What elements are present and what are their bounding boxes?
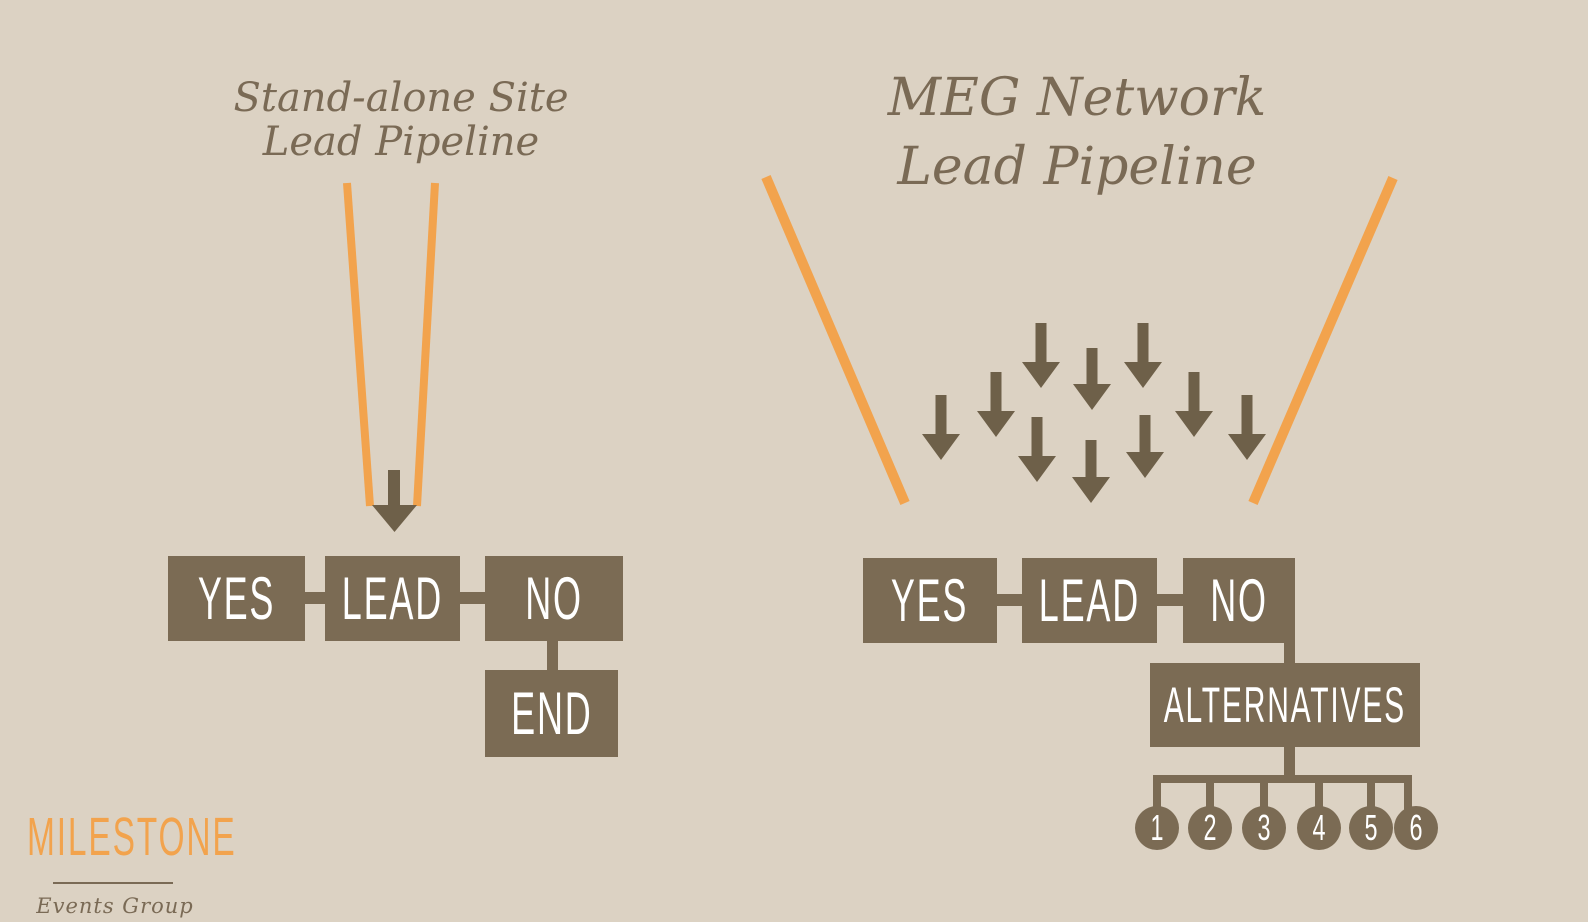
down-arrow bbox=[1124, 323, 1162, 388]
right-lead-box: LEAD bbox=[1022, 558, 1157, 643]
left-yes-label: YES bbox=[197, 565, 276, 632]
left-end-box: END bbox=[485, 670, 618, 757]
milestone-logo: MILESTONE Events Group bbox=[27, 806, 235, 918]
down-arrow bbox=[1018, 417, 1056, 482]
down-arrow bbox=[1022, 323, 1060, 388]
logo-divider bbox=[53, 882, 173, 884]
down-arrow bbox=[1126, 415, 1164, 478]
left-title-line1: Stand-alone Site bbox=[233, 75, 569, 121]
right-funnel-lines bbox=[761, 175, 1398, 505]
left-connector-yes-lead bbox=[305, 592, 325, 604]
down-arrow bbox=[1175, 372, 1213, 437]
left-title-line2: Lead Pipeline bbox=[262, 119, 540, 165]
alternative-circle-6: 6 bbox=[1394, 806, 1438, 850]
left-funnel-line-right bbox=[413, 182, 439, 507]
branch-line-3 bbox=[1260, 779, 1268, 810]
right-lead-arrows bbox=[922, 323, 1266, 503]
alternative-number-6: 6 bbox=[1409, 807, 1423, 848]
left-lead-box: LEAD bbox=[325, 556, 460, 641]
right-yes-box: YES bbox=[863, 558, 997, 643]
right-connector-yes-lead bbox=[997, 594, 1022, 606]
alternative-number-5: 5 bbox=[1364, 807, 1378, 848]
right-alternatives-box: ALTERNATIVES bbox=[1150, 663, 1420, 747]
down-arrow bbox=[977, 372, 1015, 437]
right-connector-no-alternatives bbox=[1284, 643, 1295, 663]
left-lead-arrow bbox=[372, 470, 417, 532]
alternative-circle-2: 2 bbox=[1188, 806, 1232, 850]
logo-wordmark: MILESTONE bbox=[27, 807, 237, 867]
alternative-circle-4: 4 bbox=[1297, 806, 1341, 850]
alternative-number-2: 2 bbox=[1203, 807, 1217, 848]
down-arrow bbox=[922, 395, 960, 460]
left-end-label: END bbox=[510, 680, 593, 747]
branch-line-2 bbox=[1206, 779, 1214, 810]
left-pipeline-title: Stand-alone Site Lead Pipeline bbox=[201, 76, 601, 164]
branch-line-4 bbox=[1315, 779, 1323, 810]
alternative-circle-1: 1 bbox=[1135, 806, 1179, 850]
alternative-number-4: 4 bbox=[1312, 807, 1326, 848]
left-funnel-line-left bbox=[343, 182, 374, 507]
right-title-line1: MEG Network bbox=[887, 68, 1267, 128]
down-arrow bbox=[1228, 395, 1266, 460]
logo-subtitle: Events Group bbox=[36, 894, 194, 918]
branch-line-5 bbox=[1367, 779, 1375, 810]
branch-line-1 bbox=[1153, 779, 1161, 810]
right-connector-lead-no bbox=[1157, 594, 1183, 606]
right-yes-label: YES bbox=[891, 567, 969, 634]
right-no-label: NO bbox=[1210, 567, 1268, 634]
alternative-number-3: 3 bbox=[1257, 807, 1271, 848]
left-lead-label: LEAD bbox=[341, 565, 444, 632]
left-connector-lead-no bbox=[460, 592, 485, 604]
alternatives-crossbar bbox=[1153, 775, 1412, 783]
alternative-number-1: 1 bbox=[1150, 807, 1164, 848]
alternatives-stem bbox=[1284, 747, 1295, 779]
left-yes-box: YES bbox=[168, 556, 305, 641]
right-funnel-line-right bbox=[1248, 176, 1398, 505]
right-funnel-line-left bbox=[761, 175, 910, 505]
right-no-box: NO bbox=[1183, 558, 1295, 643]
right-lead-label: LEAD bbox=[1038, 567, 1141, 634]
right-pipeline-title: MEG Network Lead Pipeline bbox=[827, 64, 1327, 202]
left-funnel-lines bbox=[343, 182, 439, 507]
down-arrow bbox=[1073, 348, 1111, 410]
branch-line-6 bbox=[1404, 779, 1412, 810]
left-connector-no-end bbox=[547, 641, 558, 671]
left-no-label: NO bbox=[525, 565, 583, 632]
down-arrow bbox=[1072, 440, 1110, 503]
alternative-circle-5: 5 bbox=[1349, 806, 1393, 850]
right-title-line2: Lead Pipeline bbox=[897, 137, 1257, 198]
right-alternatives-label: ALTERNATIVES bbox=[1163, 677, 1407, 733]
alternative-circle-3: 3 bbox=[1242, 806, 1286, 850]
left-no-box: NO bbox=[485, 556, 623, 641]
